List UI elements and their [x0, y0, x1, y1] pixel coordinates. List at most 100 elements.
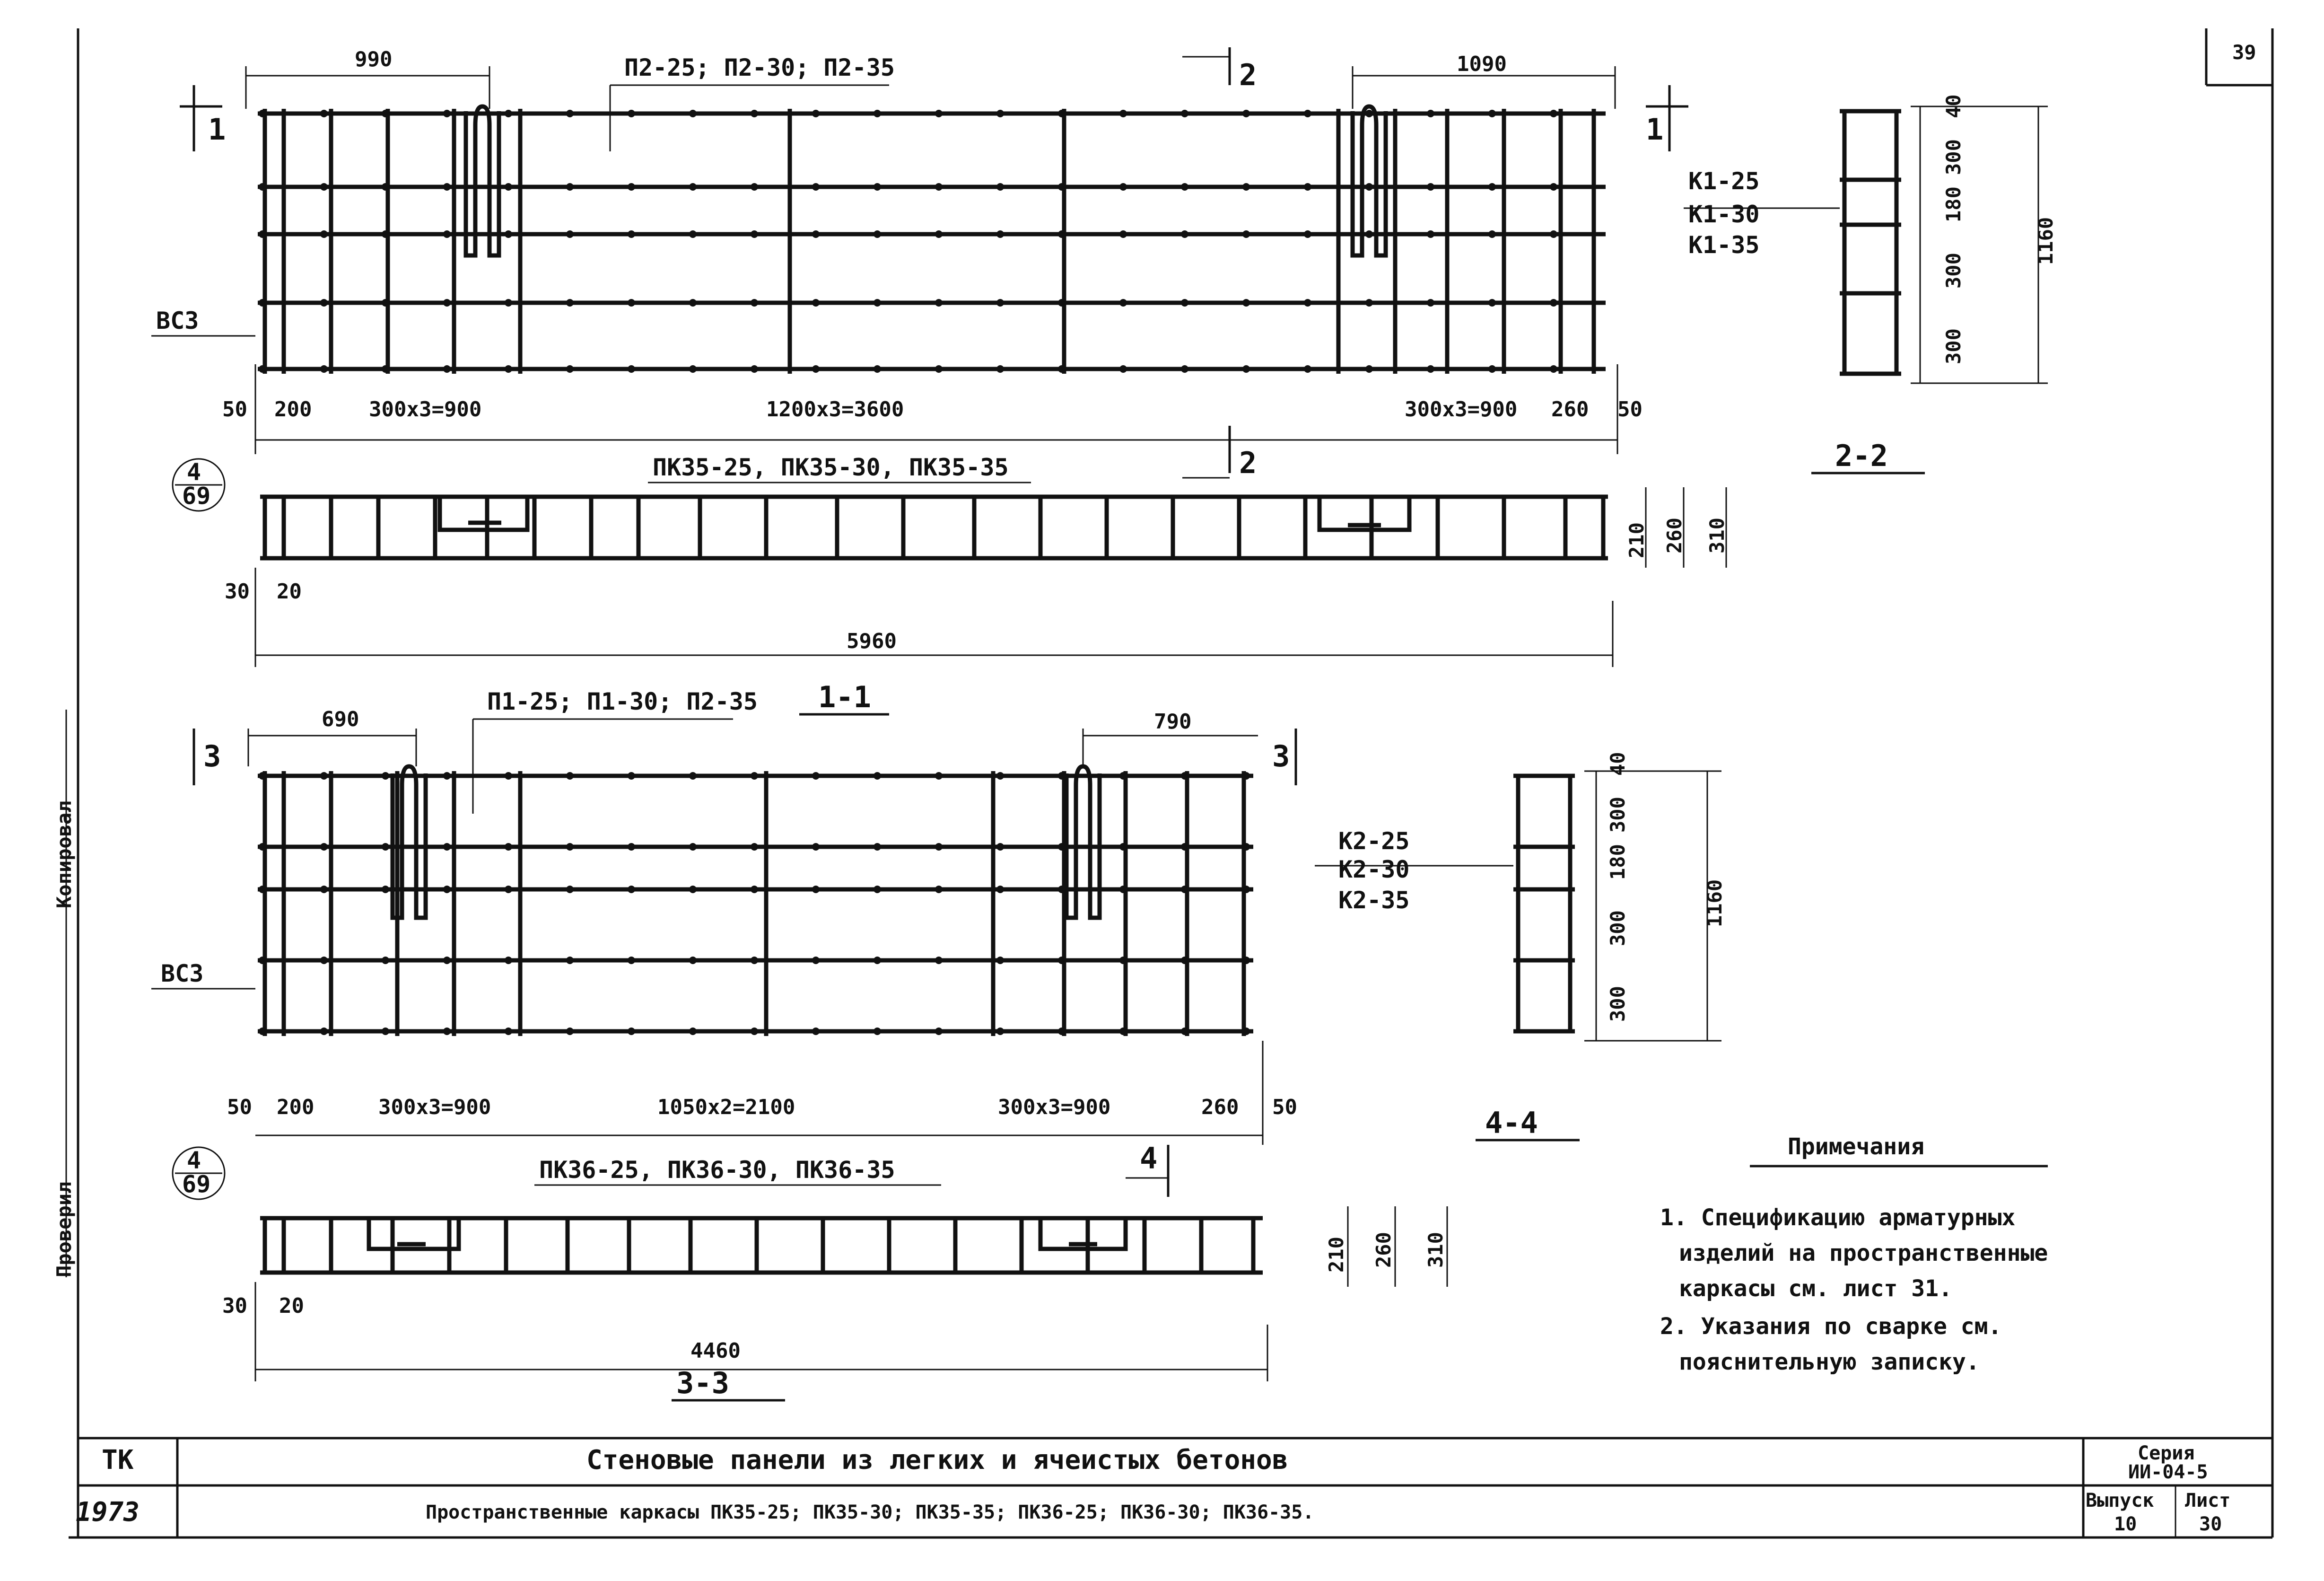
weld-point: [1058, 230, 1066, 238]
weld-point: [505, 1028, 512, 1035]
weld-point: [689, 183, 697, 191]
svg-text:40: 40: [1942, 94, 1965, 118]
weld-point: [751, 886, 758, 893]
svg-text:300: 300: [1606, 797, 1629, 833]
weld-point: [874, 843, 881, 851]
weld-point: [1119, 365, 1127, 373]
weld-point: [812, 1028, 820, 1035]
top-plan-rdim-2: 310: [1705, 518, 1729, 553]
weld-point: [751, 772, 758, 780]
top-section-mark-left: 1: [208, 112, 226, 147]
svg-text:300: 300: [1606, 986, 1629, 1022]
weld-point: [812, 365, 820, 373]
bottom-dim-right: 790: [1154, 710, 1191, 734]
top-plan-rdim-1: 260: [1663, 518, 1686, 553]
top-bdim-1: 200: [274, 397, 312, 422]
bottom-plan-rdim-0: 210: [1325, 1237, 1348, 1273]
bottom-cross-label-2: К2-35: [1338, 887, 1410, 914]
note-1-line-1: 1. Спецификацию арматурных: [1660, 1204, 2015, 1231]
bottom-ref-bottom: 69: [182, 1170, 210, 1198]
bottom-bdim-0: 50: [227, 1095, 252, 1119]
weld-point: [382, 110, 389, 117]
title-block-series-label: Серия: [2138, 1442, 2194, 1464]
weld-point: [935, 957, 943, 964]
weld-point: [1488, 299, 1496, 307]
weld-point: [566, 886, 574, 893]
bottom-bdim-3: 1050х2=2100: [657, 1095, 795, 1119]
section-4-4-drawing: [1315, 770, 1721, 1142]
weld-point: [935, 843, 943, 851]
bottom-plan-rdim-2: 310: [1424, 1232, 1447, 1268]
note-2-line-2: пояснительную записку.: [1679, 1349, 1980, 1375]
section-2-2-title: 2-2: [1835, 439, 1888, 473]
bottom-bdim-2: 300х3=900: [378, 1095, 491, 1119]
weld-point: [628, 772, 635, 780]
svg-text:40: 40: [1606, 752, 1629, 776]
svg-text:300: 300: [1942, 328, 1965, 364]
weld-point: [505, 957, 512, 964]
weld-point: [1242, 230, 1250, 238]
sheet-frame: [65, 28, 2274, 1539]
weld-point: [1550, 110, 1557, 117]
top-plan-ldim-0: 30: [225, 580, 250, 604]
weld-point: [751, 183, 758, 191]
weld-point: [505, 230, 512, 238]
weld-point: [1119, 772, 1127, 780]
bottom-plan-title: ПК36-25, ПК36-30, ПК36-35: [539, 1156, 895, 1184]
weld-point: [382, 299, 389, 307]
weld-point: [1119, 110, 1127, 117]
note-1-line-2: изделий на пространственные: [1679, 1240, 2048, 1266]
bottom-bdim-1: 200: [277, 1095, 314, 1119]
ref-circle-bottom: [172, 1146, 226, 1200]
weld-point: [443, 299, 451, 307]
weld-point: [320, 365, 328, 373]
weld-point: [443, 886, 451, 893]
ref-circle-top: [172, 458, 226, 512]
weld-point: [505, 886, 512, 893]
weld-point: [566, 957, 574, 964]
weld-point: [1058, 843, 1066, 851]
bottom-bdim-6: 50: [1272, 1095, 1297, 1119]
weld-point: [935, 1028, 943, 1035]
weld-point: [1304, 183, 1311, 191]
weld-point: [1119, 843, 1127, 851]
weld-point: [1058, 183, 1066, 191]
top-plan-title: ПК35-25, ПК35-30, ПК35-35: [653, 454, 1009, 481]
weld-point: [1488, 110, 1496, 117]
bottom-bc-label: ВС3: [161, 960, 203, 987]
bottom-plan-rdim-1: 260: [1372, 1232, 1395, 1268]
weld-point: [996, 110, 1004, 117]
weld-point: [1181, 230, 1188, 238]
weld-point: [1365, 230, 1373, 238]
weld-point: [443, 110, 451, 117]
weld-point: [628, 886, 635, 893]
weld-point: [996, 230, 1004, 238]
bottom-plan-ldim-0: 30: [222, 1294, 247, 1318]
weld-point: [935, 772, 943, 780]
weld-point: [689, 230, 697, 238]
svg-text:300: 300: [1942, 253, 1965, 289]
title-block-year: 1973: [76, 1497, 140, 1528]
bottom-bdim-5: 260: [1201, 1095, 1239, 1119]
weld-point: [1304, 299, 1311, 307]
weld-point: [1058, 886, 1066, 893]
svg-text:180: 180: [1606, 844, 1629, 880]
weld-point: [996, 886, 1004, 893]
weld-point: [1181, 365, 1188, 373]
bottom-dim-left: 690: [322, 707, 359, 731]
svg-text:180: 180: [1942, 186, 1965, 222]
weld-point: [996, 843, 1004, 851]
weld-point: [689, 957, 697, 964]
top-plan-drawing: [172, 458, 1727, 716]
weld-point: [1181, 299, 1188, 307]
weld-point: [1058, 957, 1066, 964]
weld-point: [628, 365, 635, 373]
section-4-4-dims: 300 300 180 300 40: [1606, 752, 1629, 1022]
bottom-plan-drawing: [172, 1146, 2048, 1402]
weld-point: [812, 843, 820, 851]
weld-point: [566, 843, 574, 851]
weld-point: [259, 772, 266, 780]
bottom-frame-dimensions: [151, 718, 1297, 1197]
section-4-4-total: 1160: [1703, 879, 1726, 927]
